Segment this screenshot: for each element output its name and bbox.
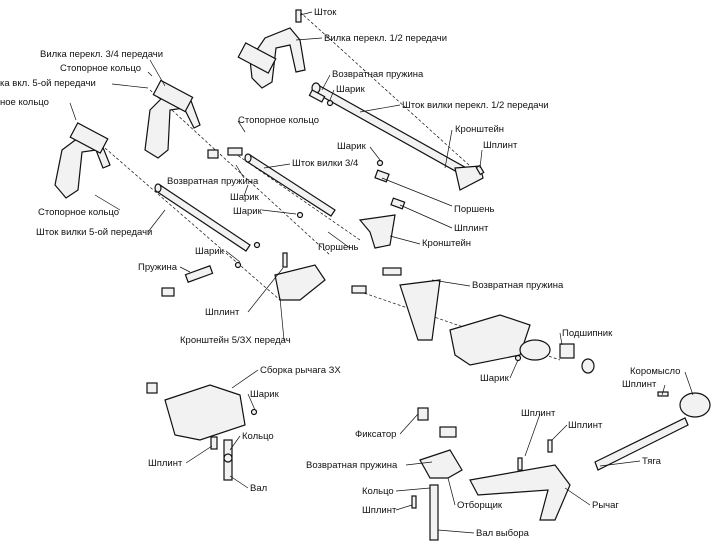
label-split-pin-left: Шплинт bbox=[205, 307, 240, 318]
label-split-pin-bottom-b: Шплинт bbox=[568, 420, 603, 431]
label-ball-mid-right: Шарик bbox=[337, 141, 367, 152]
label-spring-left: Пружина bbox=[138, 262, 178, 273]
shift-rod-34 bbox=[244, 153, 336, 217]
label-ring-bottom: Кольцо bbox=[362, 486, 394, 497]
label-bracket-5zx: Кронштейн 5/ЗХ передач bbox=[180, 335, 291, 346]
label-return-spring-right: Возвратная пружина bbox=[472, 280, 564, 291]
label-ball-mid-left: Шарик bbox=[230, 192, 260, 203]
label-rocker: Коромысло bbox=[630, 366, 680, 377]
label-ball-top: Шарик bbox=[336, 84, 366, 95]
label-stop-ring-top-left: Стопорное кольцо bbox=[60, 63, 141, 74]
label-ball-right: Шарик bbox=[480, 373, 510, 384]
parts-drawing bbox=[54, 9, 711, 541]
label-split-pin-top-right: Шплинт bbox=[483, 140, 518, 151]
label-vilka-12: Вилка перекл. 1/2 передачи bbox=[324, 33, 447, 44]
label-shtok-vilki-34: Шток вилки 3/4 bbox=[292, 158, 358, 169]
label-selector-shaft: Вал выбора bbox=[476, 528, 530, 539]
label-split-pin-mid-right: Шплинт bbox=[454, 223, 489, 234]
label-shtok: Шток bbox=[314, 7, 337, 18]
label-bracket-top-right: Кронштейн bbox=[455, 124, 504, 135]
fork-5 bbox=[54, 122, 111, 199]
label-stop-ring-mid: Стопорное кольцо bbox=[238, 115, 319, 126]
label-ring-left: ное кольцо bbox=[0, 97, 49, 108]
label-stop-ring-left: Стопорное кольцо bbox=[38, 207, 119, 218]
label-split-pin-bottom-a: Шплинт bbox=[521, 408, 556, 419]
label-vilka-5: ка вкл. 5-ой передачи bbox=[0, 78, 96, 89]
label-return-spring-mid: Возвратная пружина bbox=[167, 176, 259, 187]
label-lever: Рычаг bbox=[592, 500, 619, 511]
leader-lines bbox=[69, 11, 694, 534]
fork-12 bbox=[237, 27, 306, 89]
label-shtok-vilki-12: Шток вилки перекл. 1/2 передачи bbox=[402, 100, 549, 111]
label-split-pin-bottom-left: Шплинт bbox=[148, 458, 183, 469]
label-ball-mid-left2: Шарик bbox=[233, 206, 263, 217]
label-rod: Тяга bbox=[642, 456, 662, 467]
rocker-and-rod bbox=[594, 391, 711, 471]
label-bearing: Подшипник bbox=[562, 328, 613, 339]
label-retainer: Фиксатор bbox=[355, 429, 396, 440]
label-return-spring-bottom: Возвратная пружина bbox=[306, 460, 398, 471]
label-piston-right: Поршень bbox=[454, 204, 495, 215]
label-vilka-34: Вилка перекл. 3/4 передачи bbox=[40, 49, 163, 60]
label-deflector: Отборщик bbox=[457, 500, 503, 511]
label-shtok-vilki-5: Шток вилки 5-ой передачи bbox=[36, 227, 152, 238]
label-ball-lever: Шарик bbox=[250, 389, 280, 400]
label-split-pin-far-right: Шплинт bbox=[622, 379, 657, 390]
fork-34 bbox=[144, 79, 201, 159]
label-bracket-mid: Кронштейн bbox=[422, 238, 471, 249]
labels: Шток Вилка перекл. 1/2 передачи Вилка пе… bbox=[0, 7, 680, 539]
label-shaft: Вал bbox=[250, 483, 267, 494]
label-piston-mid: Поршень bbox=[318, 242, 359, 253]
label-split-pin-bottom: Шплинт bbox=[362, 505, 397, 516]
label-return-spring-top: Возвратная пружина bbox=[332, 69, 424, 80]
label-lever-assembly: Сборка рычага ЗХ bbox=[260, 365, 341, 376]
shift-rod-5 bbox=[154, 183, 251, 252]
label-ball-left-lower: Шарик bbox=[195, 246, 225, 257]
label-ring-bottom-left: Кольцо bbox=[242, 431, 274, 442]
